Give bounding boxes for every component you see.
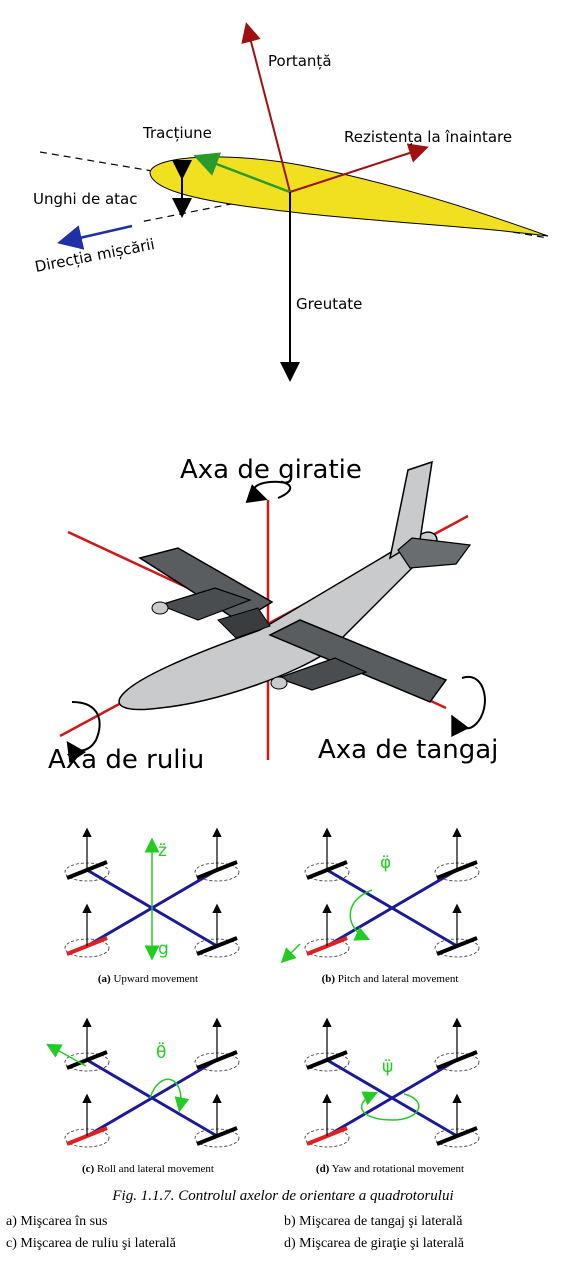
cockpit xyxy=(217,607,271,639)
quadrotor-a: z̈ g xyxy=(64,827,240,961)
right-engine xyxy=(276,657,368,691)
aircraft-axes-diagram: Axa de giratie Axa de ruliu Axa de tanga… xyxy=(0,440,566,790)
quadrotor-arm xyxy=(326,1058,393,1100)
pitch-accel-arc xyxy=(349,889,373,941)
roll-accel-arc xyxy=(149,1078,190,1113)
quadrotor-arm xyxy=(326,868,393,910)
pitch-accel-symbol: φ̈ xyxy=(380,853,391,873)
fuselage xyxy=(118,531,438,711)
thrust-label: Tracțiune xyxy=(142,124,212,142)
left-propeller xyxy=(151,601,169,615)
quadrotor-arm xyxy=(151,906,218,948)
quadrotor-arm xyxy=(86,1058,153,1100)
left-engine xyxy=(158,587,252,621)
yaw-rotation-arrow xyxy=(245,480,292,504)
lift-label: Portanță xyxy=(268,52,332,70)
legend-item-a: a) Mişcarea în sus xyxy=(6,1214,108,1229)
drag-vector xyxy=(289,143,429,193)
thrust-vector xyxy=(193,152,291,194)
legend-item-c: c) Mişcarea de ruliu şi laterală xyxy=(6,1236,176,1251)
roll-rotation-arrow xyxy=(66,701,101,764)
quadrotor-arm xyxy=(391,906,458,948)
yaw-accel-arc xyxy=(361,1091,420,1121)
quadrotor-b: φ̈ xyxy=(280,827,480,964)
roll-axis-label: Axa de ruliu xyxy=(48,745,204,775)
yaw-axis-label: Axa de giratie xyxy=(180,455,362,485)
quadrotor-arm xyxy=(391,1096,458,1138)
caption-d: (d) Yaw and rotational movement xyxy=(316,1163,464,1175)
lateral-arrow xyxy=(46,1043,87,1067)
lift-vector xyxy=(241,22,291,193)
right-propeller xyxy=(270,676,288,690)
legend-item-d: d) Mişcarea de giraţie şi laterală xyxy=(284,1236,464,1251)
z-accel-symbol: z̈ xyxy=(158,841,167,861)
direction-label: Direcția mișcării xyxy=(33,235,156,276)
right-wing xyxy=(268,619,448,703)
legend-item-b: b) Mişcarea de tangaj şi laterală xyxy=(284,1214,463,1229)
airfoil-shape xyxy=(149,156,549,237)
angle-of-attack-label: Unghi de atac xyxy=(33,190,137,208)
caption-a: (a) Upward movement xyxy=(98,973,198,985)
quadrotor-diagrams: z̈ g φ̈ θ̈ ψ̈ (a) Upward movement (b) Pitch … xyxy=(0,818,566,1178)
gravity-symbol: g xyxy=(158,939,169,959)
airfoil-diagram: Portanță Rezistența la înaintare Tracțiu… xyxy=(0,0,566,390)
figure-caption: Fig. 1.1.7. Controlul axelor de orientar… xyxy=(112,1188,454,1204)
lateral-arrow xyxy=(280,943,301,964)
caption-c: (c) Roll and lateral movement xyxy=(82,1163,214,1175)
quadrotor-c: θ̈ xyxy=(46,1017,240,1148)
drag-label: Rezistența la înaintare xyxy=(344,128,512,146)
roll-accel-symbol: θ̈ xyxy=(156,1041,166,1063)
direction-vector xyxy=(57,224,133,250)
quadrotor-d: ψ̈ xyxy=(304,1017,480,1148)
weight-label: Greutate xyxy=(296,295,362,313)
quadrotor-arm xyxy=(86,868,153,910)
pitch-axis-label: Axa de tangaj xyxy=(318,735,498,765)
horizontal-tail xyxy=(397,537,472,569)
pitch-rotation-arrow xyxy=(451,675,486,737)
quadrotor-arm xyxy=(151,1096,218,1138)
yaw-accel-symbol: ψ̈ xyxy=(382,1057,393,1077)
caption-b: (b) Pitch and lateral movement xyxy=(322,973,459,985)
